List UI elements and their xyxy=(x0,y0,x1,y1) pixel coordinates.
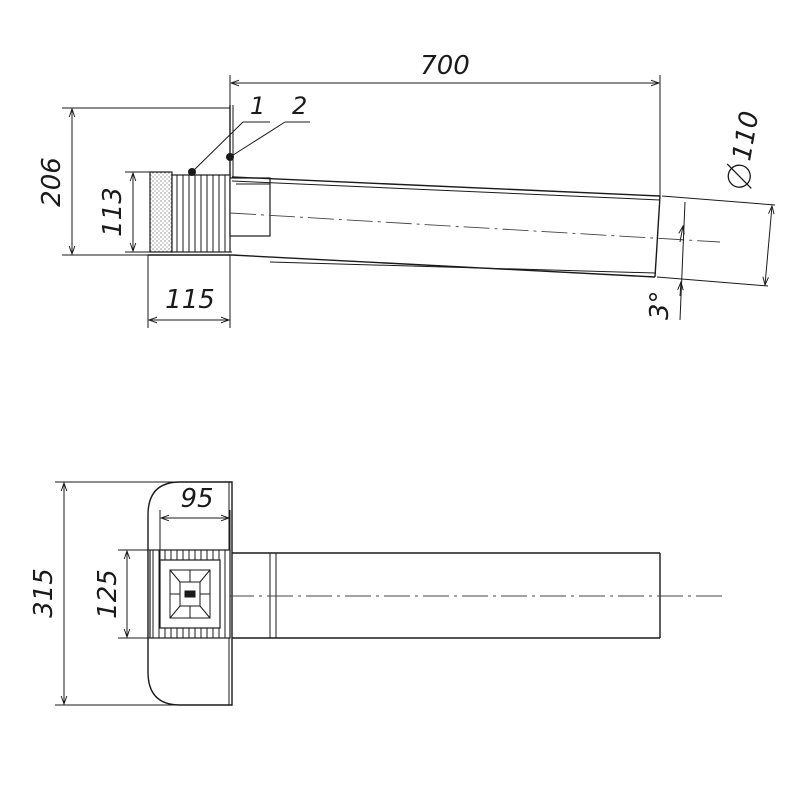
dim-angle-arrow-top xyxy=(680,226,683,243)
callout-1-label: 1 xyxy=(250,92,265,120)
dim-95-label: 95 xyxy=(180,484,213,514)
callout-1-dot xyxy=(188,168,196,176)
side-view: 700 206 113 115 110 3° 1 xyxy=(37,51,776,328)
pipe-top-edge xyxy=(231,176,661,197)
dim-110-label: 110 xyxy=(727,109,765,163)
pipe-bottom-edge xyxy=(231,254,656,278)
dim-315-label: 315 xyxy=(29,568,59,618)
grate-frame-block xyxy=(149,171,173,253)
dim-angle-ext xyxy=(679,201,686,321)
callout-1-leader xyxy=(191,121,244,173)
callout-2-leader xyxy=(229,121,286,158)
grate-pattern-icon xyxy=(169,569,211,619)
dim-angle-label: 3° xyxy=(645,290,675,320)
dim-110-ext-top xyxy=(661,195,776,206)
pipe-top-inner xyxy=(231,180,661,201)
pipe-centerline xyxy=(229,212,721,243)
dim-125-label: 125 xyxy=(93,569,123,619)
dim-115-label: 115 xyxy=(165,285,215,315)
dim-206-label: 206 xyxy=(37,157,67,207)
pipe-end xyxy=(654,195,661,278)
pipe-bottom-inner xyxy=(269,261,656,274)
dim-110-group: 110 xyxy=(726,109,765,189)
diameter-slash xyxy=(726,163,752,189)
dim-110-line xyxy=(765,206,772,285)
callout-2-label: 2 xyxy=(292,92,307,120)
flange-outline xyxy=(147,481,233,706)
outlet-socket xyxy=(229,177,271,237)
plan-view: 315 125 95 xyxy=(29,481,725,706)
callout-2-dot xyxy=(226,153,234,161)
dim-110-ext-bottom xyxy=(656,276,769,287)
grate-ribs xyxy=(171,174,231,253)
dim-113-label: 113 xyxy=(98,187,128,237)
diameter-symbol-icon xyxy=(727,164,751,188)
dim-700-label: 700 xyxy=(420,51,470,81)
dim-angle-arrow-bottom xyxy=(680,282,681,297)
